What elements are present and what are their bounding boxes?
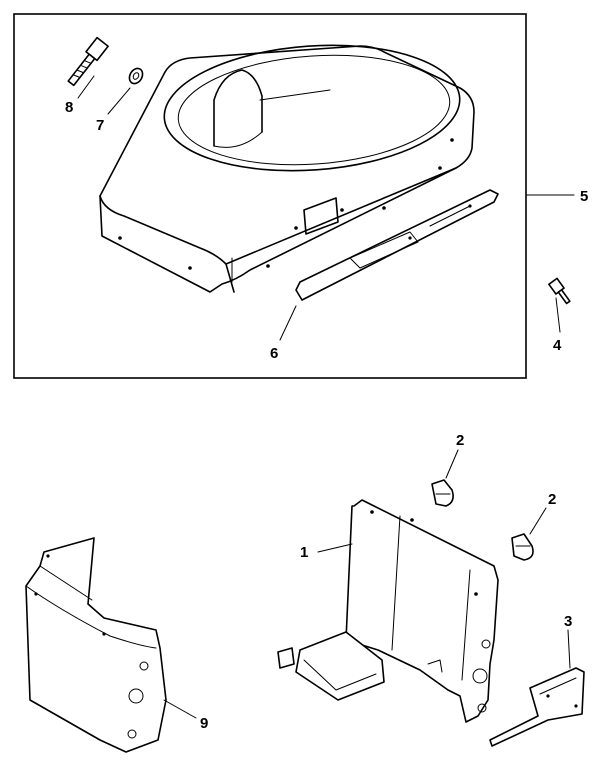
clip-upper — [431, 479, 454, 507]
callout-1: 1 — [300, 544, 308, 561]
callouts: 5 8 7 6 4 1 2 2 3 9 — [65, 99, 588, 732]
leader-2b — [529, 507, 547, 535]
leader-3 — [567, 629, 571, 669]
side-shield — [25, 537, 167, 753]
leader-8 — [77, 75, 95, 99]
shroud — [277, 499, 499, 723]
leader-lines — [77, 75, 575, 719]
housing-strip — [295, 189, 499, 301]
callout-4: 4 — [553, 337, 562, 354]
bolt — [67, 36, 109, 87]
callout-9: 9 — [200, 715, 208, 732]
clip-lower — [511, 533, 534, 561]
leader-4 — [555, 297, 561, 333]
washer — [128, 67, 144, 85]
leader-1 — [317, 543, 353, 553]
leader-6 — [279, 305, 297, 341]
kit-frame — [13, 13, 527, 379]
callout-3: 3 — [564, 613, 572, 630]
callout-7: 7 — [96, 117, 104, 134]
leader-9 — [163, 699, 197, 719]
callout-2-upper: 2 — [456, 432, 464, 449]
leader-7 — [107, 87, 131, 115]
blower-housing — [99, 44, 475, 293]
leader-2a — [445, 449, 459, 479]
callout-5: 5 — [580, 188, 588, 205]
callout-2-lower: 2 — [548, 491, 556, 508]
callout-8: 8 — [65, 99, 73, 116]
screw — [548, 277, 571, 305]
callout-6: 6 — [270, 345, 278, 362]
bracket — [489, 667, 585, 747]
